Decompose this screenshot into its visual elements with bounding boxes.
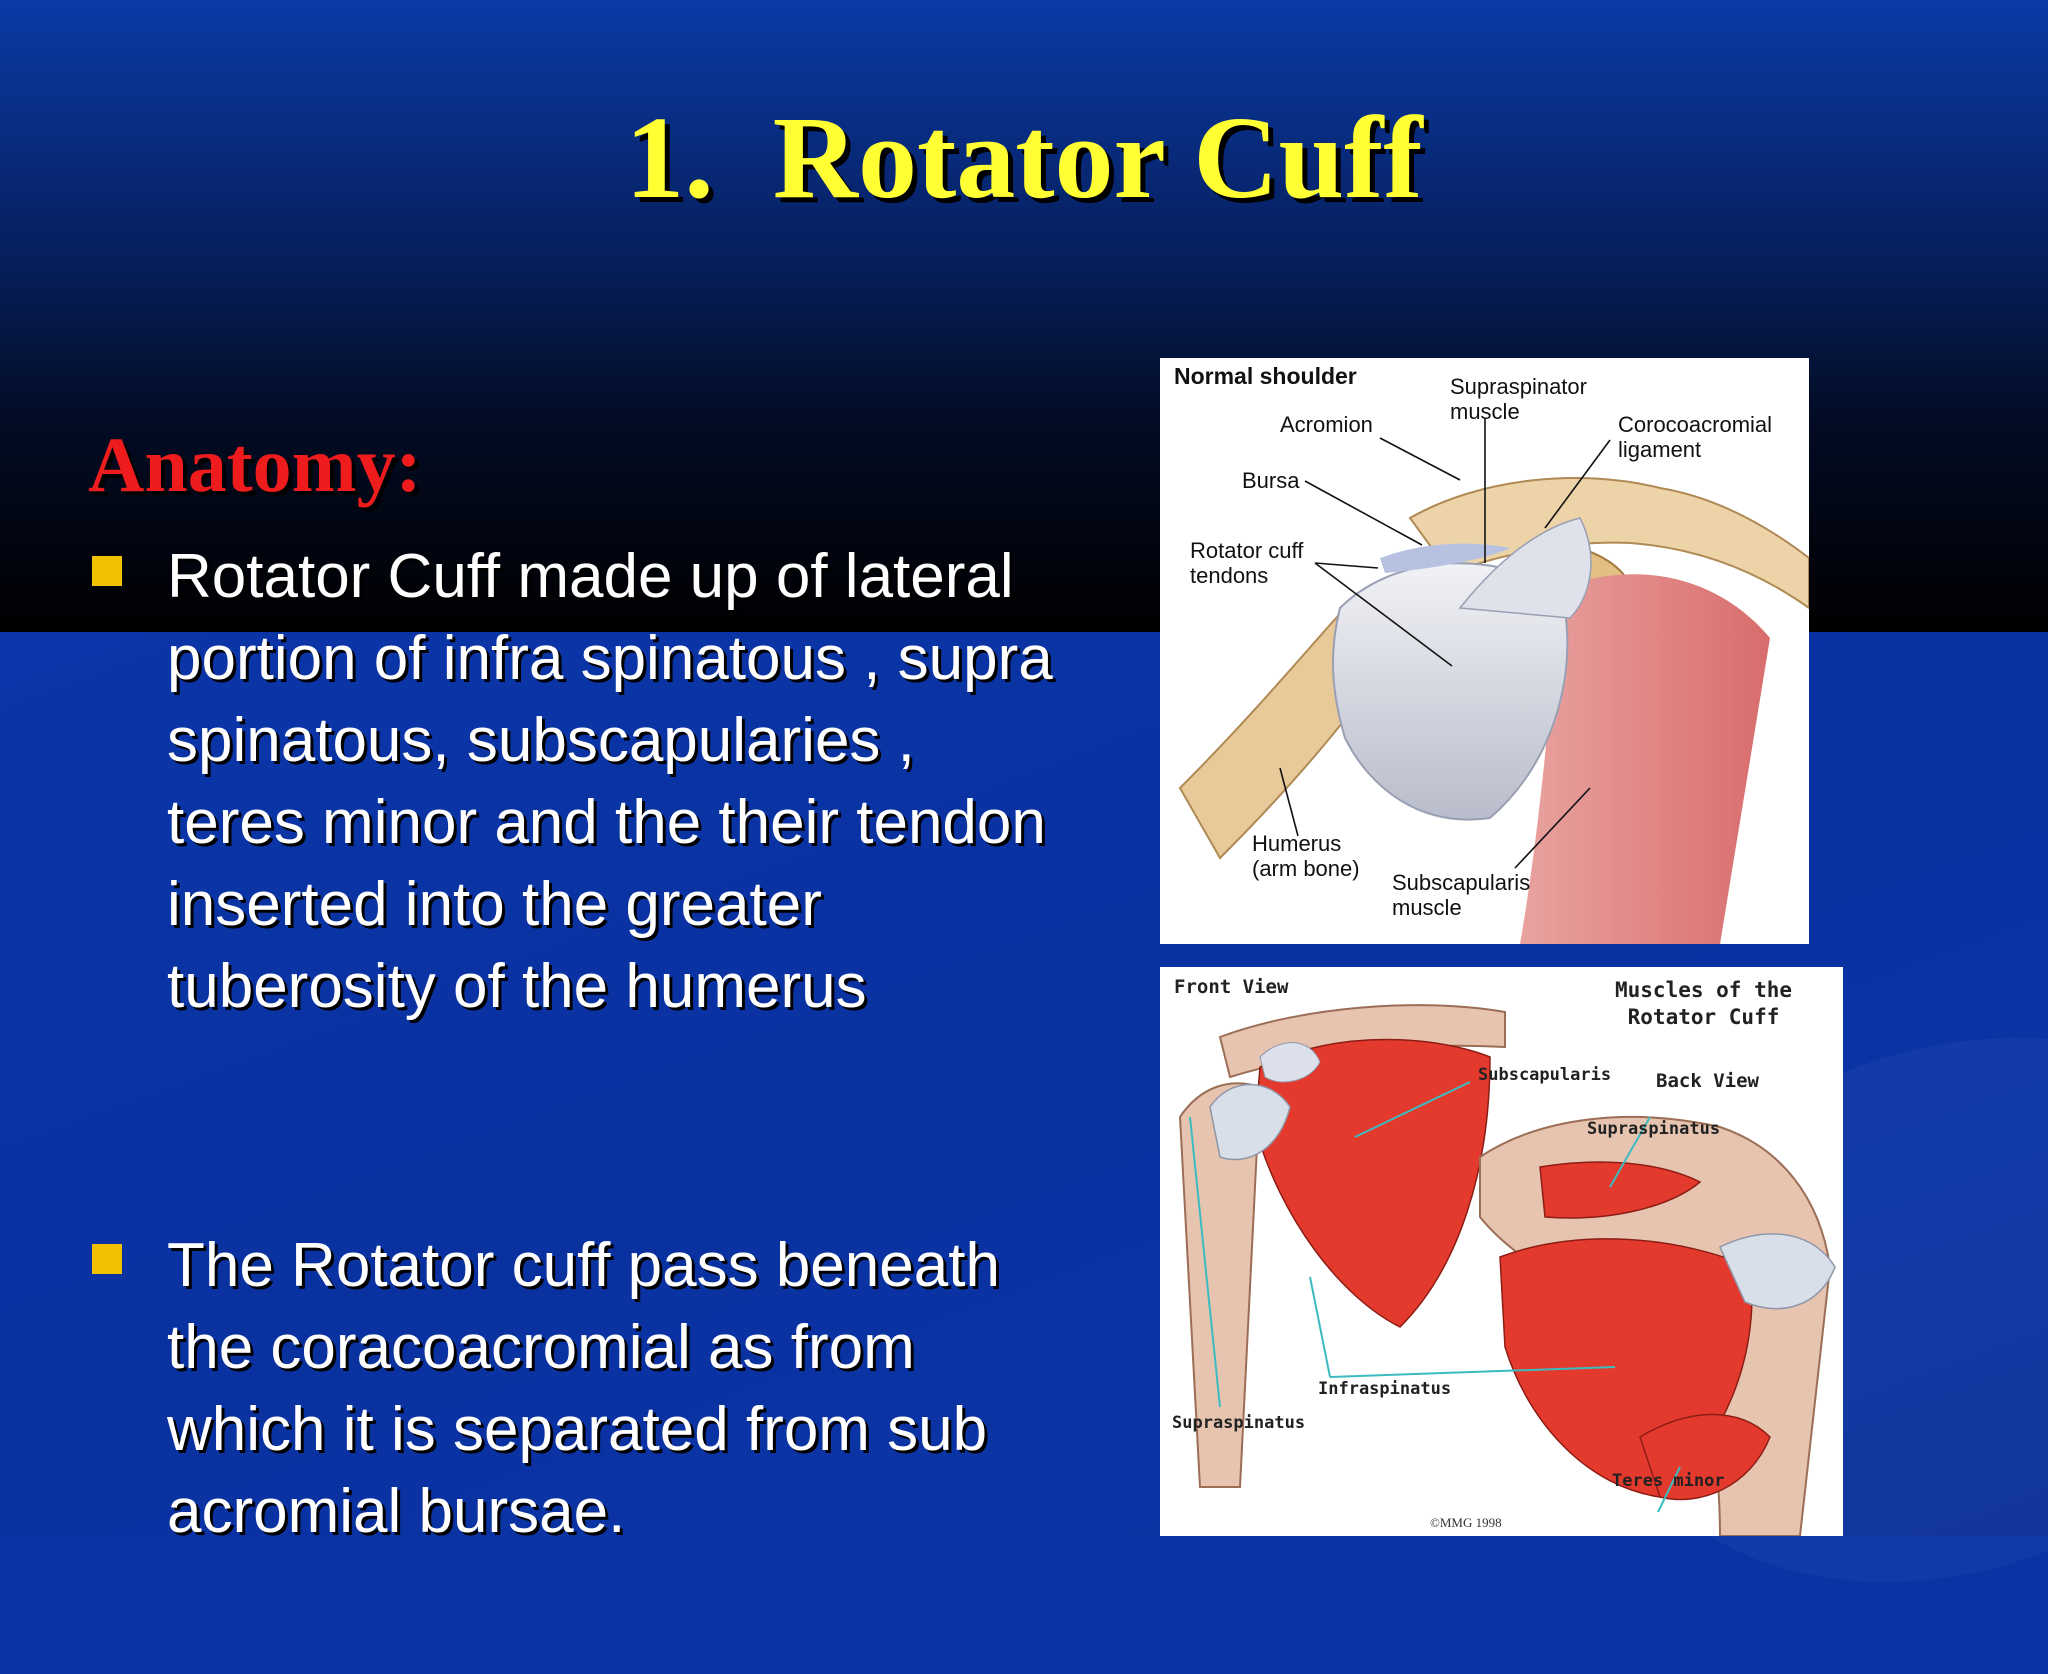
figure-title: Muscles of the Rotator Cuff <box>1615 978 1793 1029</box>
normal-shoulder-figure: Normal shoulder Supraspinator muscle Acr… <box>1160 358 1809 944</box>
label-teres-minor: Teres minor <box>1612 1471 1725 1491</box>
copyright-text: ©MMG 1998 <box>1430 1515 1502 1530</box>
muscles-illustration <box>1178 1004 1836 1536</box>
label-supraspinatus-front: Supraspinatus <box>1172 1413 1306 1433</box>
label-infraspinatus: Infraspinatus <box>1318 1379 1452 1399</box>
label-subscapularis-muscle: Subscapularis muscle <box>1392 870 1531 920</box>
label-supraspinatus-back: Supraspinatus <box>1587 1119 1721 1139</box>
label-rotator-tendons: Rotator cuff tendons <box>1190 538 1304 588</box>
slide-title: 1. Rotator Cuff <box>625 92 1423 223</box>
bullet-text-2: The Rotator cuff pass beneath the coraco… <box>167 1231 1000 1546</box>
label-corocoacromial: Corocoacromial ligament <box>1618 412 1773 462</box>
bullet-marker-1 <box>92 556 122 586</box>
label-supraspinator: Supraspinator muscle <box>1450 374 1587 424</box>
label-bursa: Bursa <box>1242 468 1300 493</box>
section-heading: Anatomy: <box>88 421 422 508</box>
caption-normal-shoulder: Normal shoulder <box>1174 363 1357 389</box>
bullet-marker-2 <box>92 1244 122 1274</box>
rotator-cuff-muscles-figure: Front View Muscles of the Rotator Cuff S… <box>1160 967 1843 1536</box>
label-back-view: Back View <box>1656 1070 1759 1092</box>
label-humerus: Humerus (arm bone) <box>1252 831 1360 881</box>
label-subscapularis: Subscapularis <box>1478 1065 1612 1085</box>
label-front-view: Front View <box>1174 976 1289 998</box>
label-acromion: Acromion <box>1280 412 1373 437</box>
bullet-text-1: Rotator Cuff made up of lateral portion … <box>167 542 1053 1021</box>
shoulder-illustration <box>1178 418 1809 944</box>
